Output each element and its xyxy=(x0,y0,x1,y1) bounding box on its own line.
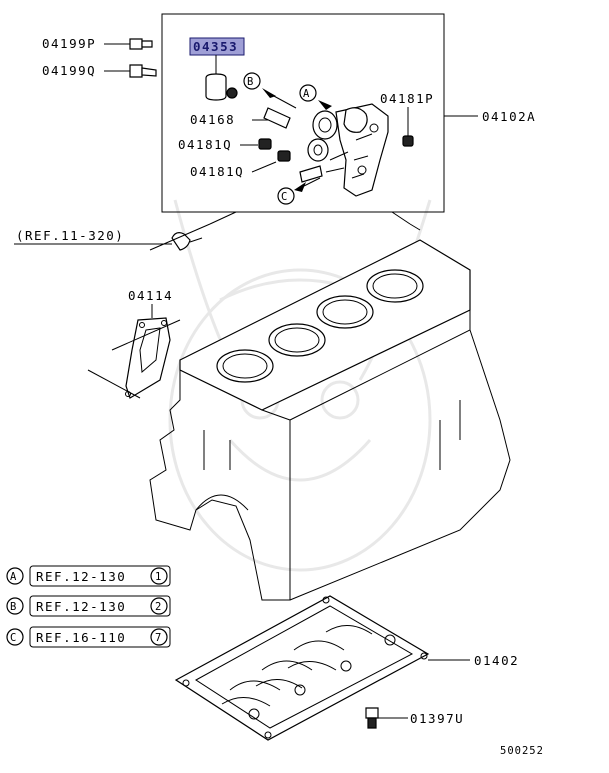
label-01402[interactable]: 01402 xyxy=(474,653,519,668)
part-04181P[interactable]: 04181P xyxy=(380,91,434,147)
callout-c-letter: C xyxy=(281,191,288,203)
callout-b-letter: B xyxy=(247,76,254,88)
svg-text:A: A xyxy=(10,571,17,583)
label-04353[interactable]: 04353 xyxy=(193,39,238,54)
label-04114[interactable]: 04114 xyxy=(128,288,173,303)
callout-a-letter: A xyxy=(303,88,310,100)
label-04181P[interactable]: 04181P xyxy=(380,91,434,106)
ref-11-320-label[interactable]: (REF.11-320) xyxy=(16,228,124,243)
svg-text:B: B xyxy=(10,601,17,613)
part-04353[interactable]: 04353 xyxy=(189,37,245,101)
engine-block xyxy=(87,223,511,601)
highlight-box xyxy=(189,37,245,56)
callout-b[interactable]: B xyxy=(243,72,297,109)
callout-a[interactable]: A xyxy=(299,84,332,110)
oil-filter-bracket-box xyxy=(161,13,445,213)
part-04181Q-a[interactable]: 04181Q xyxy=(178,137,272,152)
legend-a-num: 1 xyxy=(155,571,162,583)
label-04181Q-b[interactable]: 04181Q xyxy=(190,164,244,179)
part-01402[interactable]: 01402 xyxy=(174,595,519,741)
svg-text:C: C xyxy=(10,632,17,644)
label-04199P[interactable]: 04199P xyxy=(42,36,96,51)
label-04102A[interactable]: 04102A xyxy=(482,109,536,124)
legend-row-a[interactable]: A REF.12-130 1 xyxy=(6,565,171,587)
part-04199P[interactable]: 04199P xyxy=(42,36,153,51)
part-01397U[interactable]: 01397U xyxy=(365,707,464,729)
part-04199Q[interactable]: 04199Q xyxy=(42,63,157,78)
reference-legend: A REF.12-130 1 B REF.12-130 2 C REF.16-1… xyxy=(6,565,171,648)
legend-b-ref[interactable]: REF.12-130 xyxy=(36,599,126,614)
legend-a-ref[interactable]: REF.12-130 xyxy=(36,569,126,584)
part-04102A[interactable]: 04102A xyxy=(444,109,536,124)
legend-c-ref[interactable]: REF.16-110 xyxy=(36,630,126,645)
oil-filter-bracket xyxy=(299,103,389,197)
part-04114[interactable]: 04114 xyxy=(125,288,174,399)
legend-row-c[interactable]: C REF.16-110 7 xyxy=(6,626,171,648)
legend-b-num: 2 xyxy=(155,601,162,613)
label-04199Q[interactable]: 04199Q xyxy=(42,63,96,78)
callout-c[interactable]: C xyxy=(277,177,321,205)
ref-11-320[interactable]: (REF.11-320) xyxy=(14,228,203,251)
label-01397U[interactable]: 01397U xyxy=(410,711,464,726)
part-04168[interactable]: 04168 xyxy=(190,107,291,129)
diagram-id: 500252 xyxy=(500,745,544,757)
legend-row-b[interactable]: B REF.12-130 2 xyxy=(6,595,171,617)
legend-c-num: 7 xyxy=(155,632,162,644)
label-04181Q-a[interactable]: 04181Q xyxy=(178,137,232,152)
label-04168[interactable]: 04168 xyxy=(190,112,235,127)
part-04181Q-b[interactable]: 04181Q xyxy=(190,150,291,179)
